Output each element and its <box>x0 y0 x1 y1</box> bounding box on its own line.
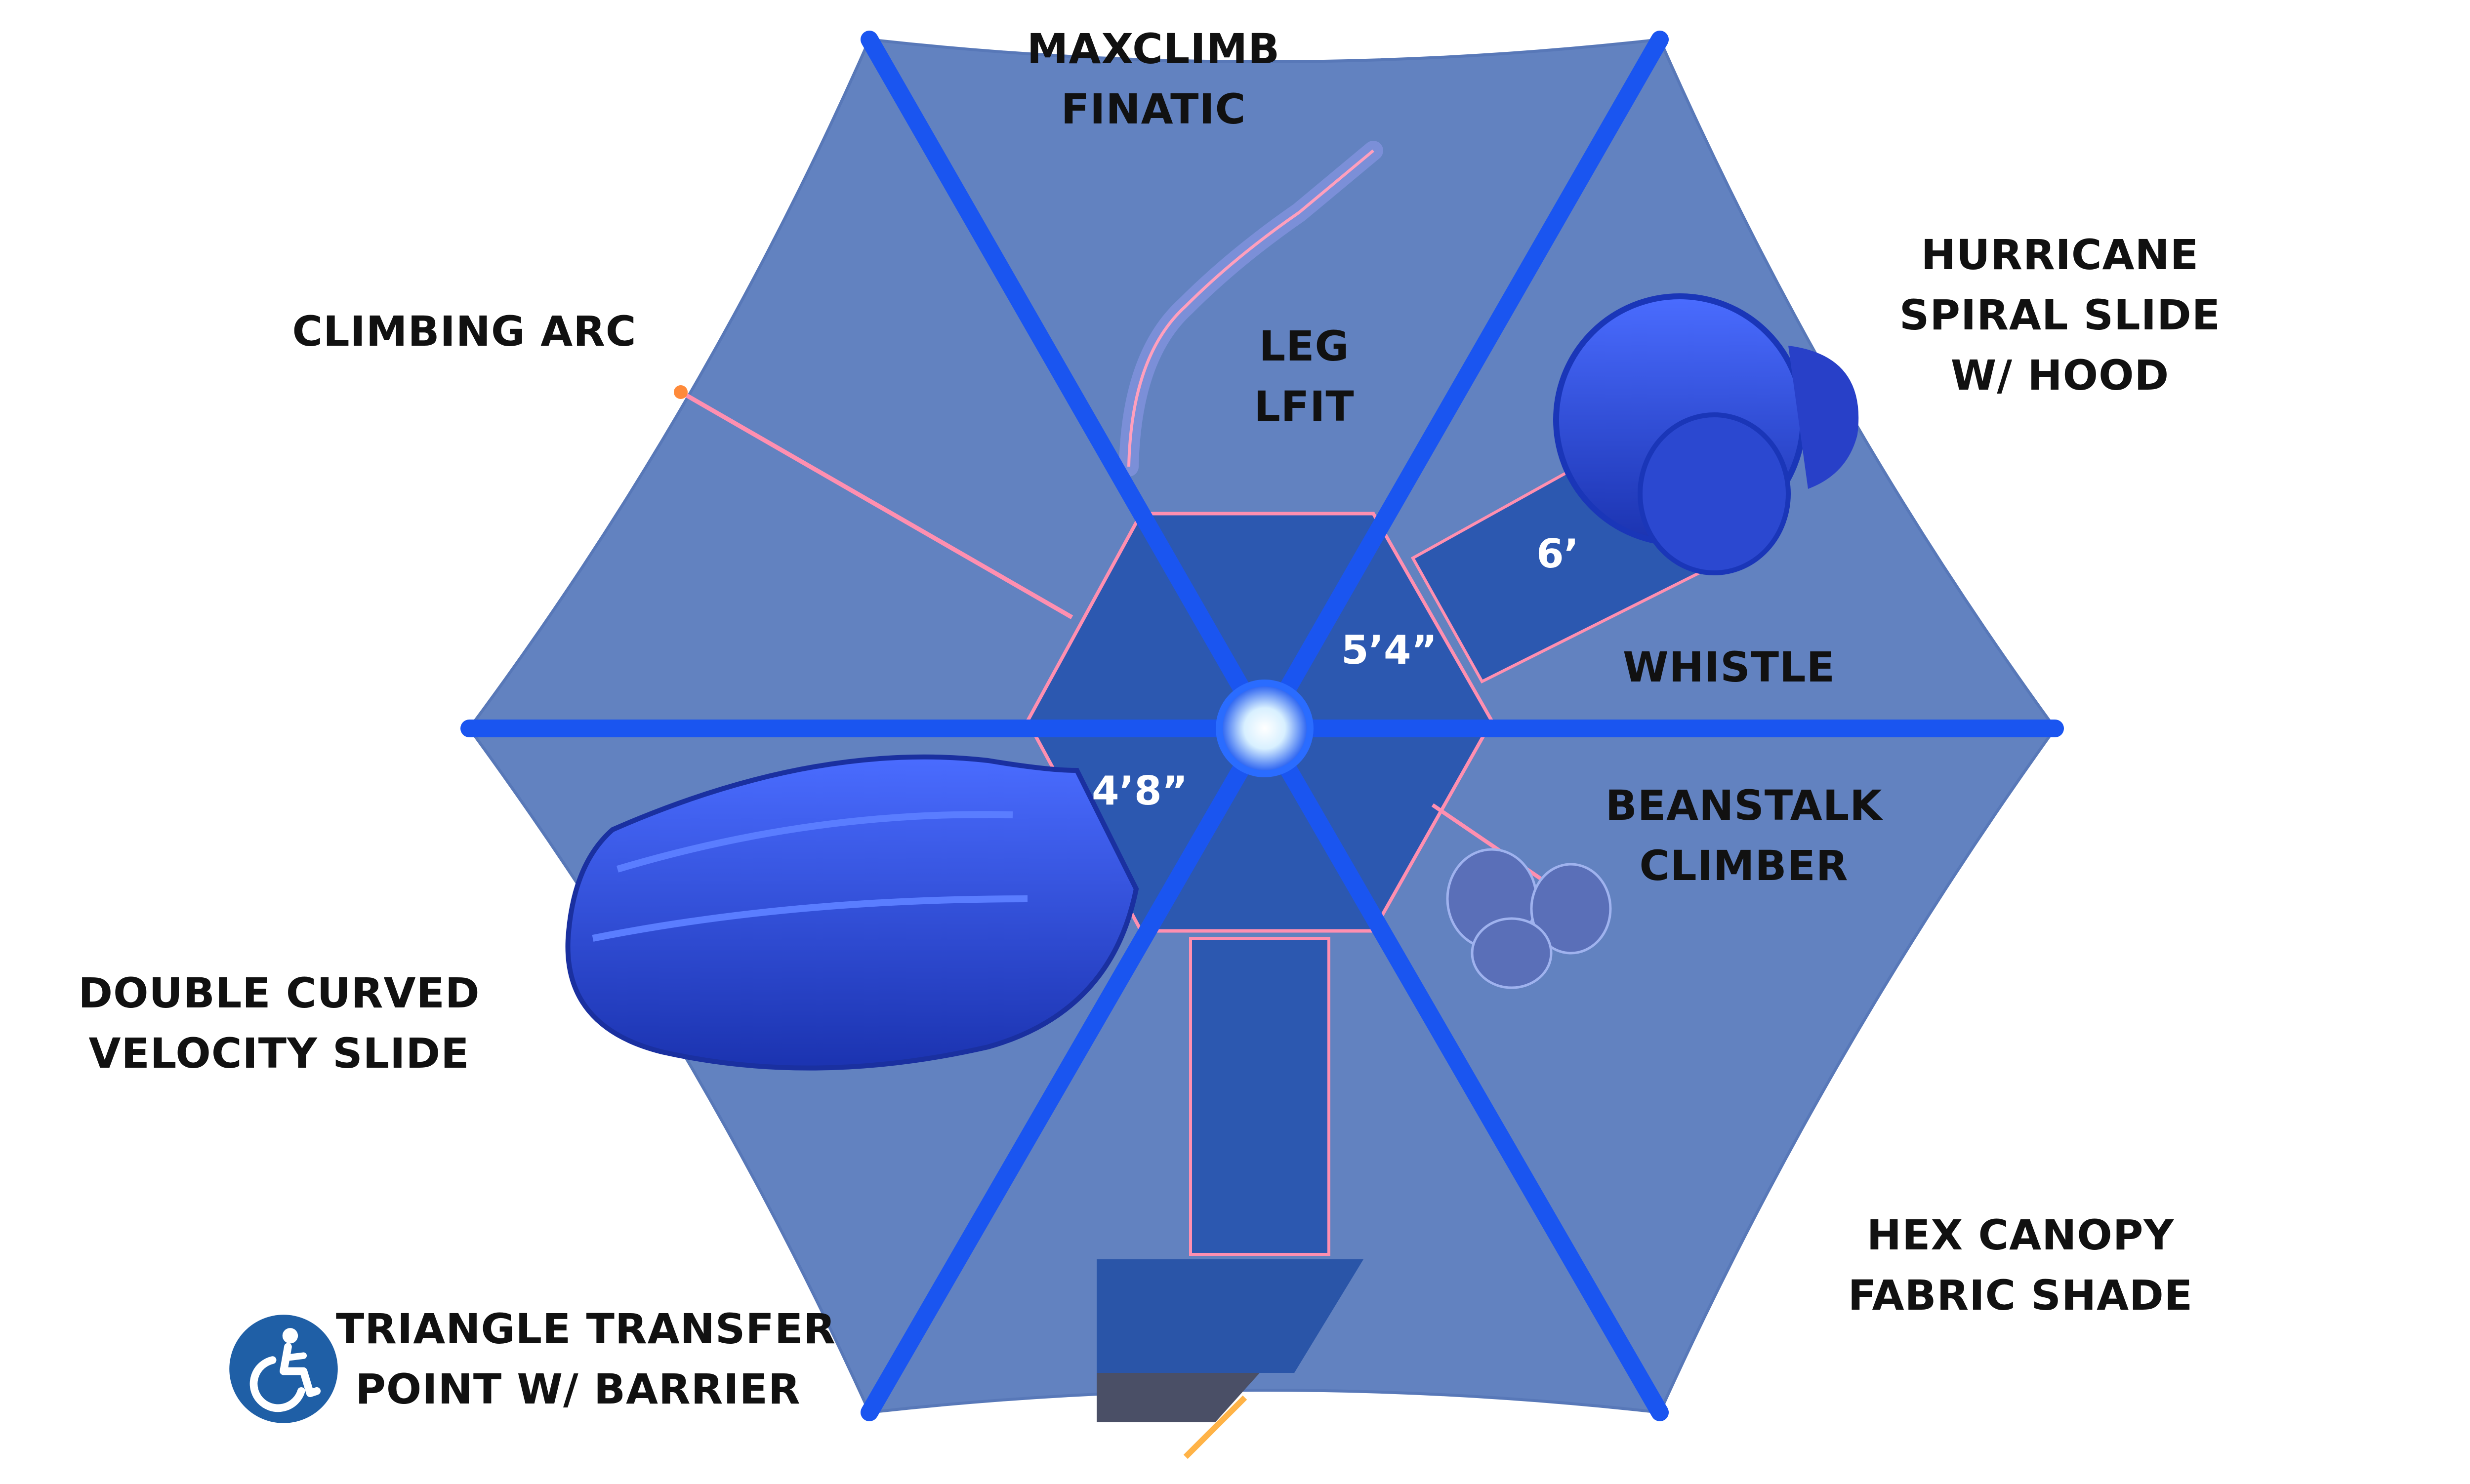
label-double-curved: DOUBLE CURVED VELOCITY SLIDE <box>78 969 480 1078</box>
label-whistle: WHISTLE <box>1623 643 1835 691</box>
transfer-ramp <box>1189 937 1330 1256</box>
triangle-transfer-point <box>1097 1259 1363 1373</box>
barrier-rail <box>1183 1395 1247 1459</box>
label-beanstalk: BEANSTALK CLIMBER <box>1605 781 1883 890</box>
label-climbing-arc: CLIMBING ARC <box>292 307 637 356</box>
canopy-hub <box>1216 680 1314 777</box>
label-leg-lift: LEG LFIT <box>1254 322 1355 431</box>
hurricane-hood <box>1788 346 1859 489</box>
climbing-arc <box>680 391 1073 619</box>
deck-height-low: 4’8” <box>1092 768 1188 814</box>
wheelchair-icon <box>229 1315 338 1423</box>
label-hurricane: HURRICANE SPIRAL SLIDE W/ HOOD <box>1899 231 2221 400</box>
deck-height-high: 5’4” <box>1341 627 1438 673</box>
beanstalk-climber <box>1431 803 1612 989</box>
slide-height: 6’ <box>1536 531 1579 577</box>
label-hex-canopy: HEX CANOPY FABRIC SHADE <box>1848 1211 2193 1320</box>
label-maxclimb: MAXCLIMB FINATIC <box>1027 25 1280 133</box>
slide-lane <box>592 895 1028 942</box>
double-curved-velocity-slide <box>565 754 1139 1071</box>
maxclimb-finatic-rail <box>1127 149 1374 467</box>
slide-lane <box>616 811 1013 873</box>
transfer-step <box>1097 1373 1260 1422</box>
climbing-arc-end <box>674 385 688 399</box>
label-triangle-transfer: TRIANGLE TRANSFER POINT W/ BARRIER <box>336 1305 836 1413</box>
hurricane-hood-dome <box>1638 412 1791 575</box>
canopy-frame <box>460 31 2064 1421</box>
